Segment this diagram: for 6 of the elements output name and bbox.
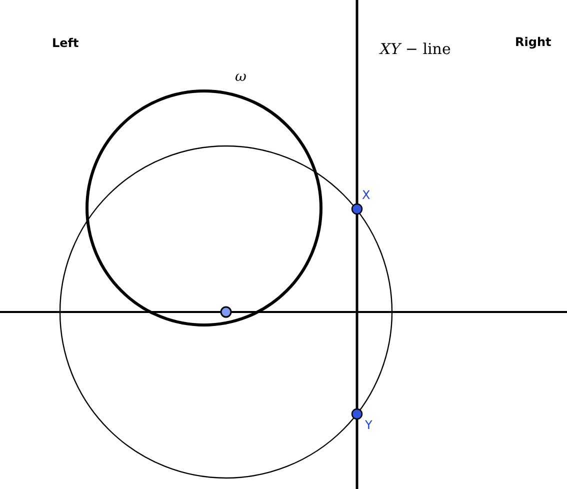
region-label: Left [52, 37, 79, 49]
line-label: XY − line [380, 42, 451, 57]
point-label: Y [365, 419, 372, 431]
region-label: Right [515, 36, 552, 48]
circle-label: ω [235, 70, 246, 84]
point-label: X [362, 189, 370, 201]
